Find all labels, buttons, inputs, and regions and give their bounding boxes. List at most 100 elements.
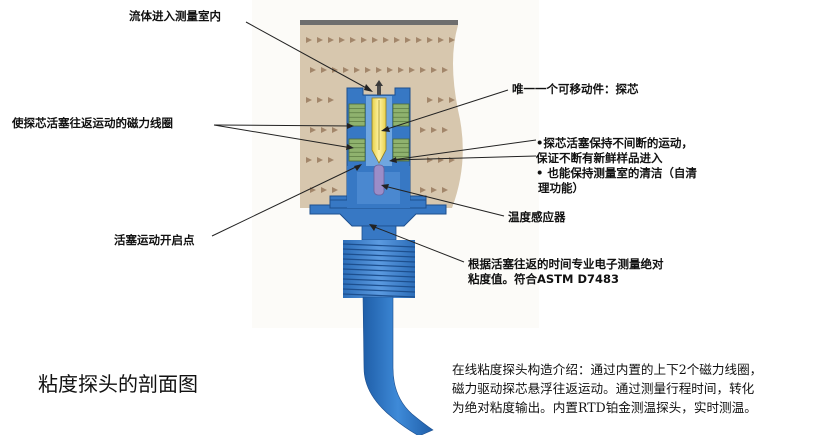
coil-upper-right <box>392 103 410 127</box>
flow-arrow <box>365 67 371 73</box>
flow-arrow <box>420 187 426 193</box>
coil-lower-right <box>392 138 410 162</box>
leader-measure <box>371 225 465 263</box>
leader-core <box>383 89 509 131</box>
arrowhead-motion <box>389 157 397 163</box>
flow-arrow <box>317 97 323 103</box>
flow-arrow <box>442 127 448 133</box>
flow-arrow <box>317 157 323 163</box>
flow-arrow <box>306 97 312 103</box>
flow-arrow <box>306 157 312 163</box>
flow-arrow <box>431 187 437 193</box>
flow-arrow <box>394 37 400 43</box>
flow-arrow <box>442 187 448 193</box>
flow-arrow <box>310 67 316 73</box>
leader-fluid <box>245 21 371 91</box>
measure-line-2: 粘度值。符合ASTM D7483 <box>468 272 620 286</box>
flow-arrow <box>431 67 437 73</box>
thread-ridge <box>342 258 416 263</box>
flow-arrow <box>398 67 404 73</box>
flow-arrow <box>449 97 455 103</box>
motion-line-1: •探芯活塞保持不间断的运动， <box>536 136 693 150</box>
arrowhead-core <box>381 126 390 132</box>
leader-motion-1 <box>391 139 537 161</box>
temperature-sensor <box>373 164 385 196</box>
core-top-tip <box>375 80 383 86</box>
motion-line-3: • 也能保持测量室的清洁（自清 <box>536 166 697 180</box>
coil-windings <box>349 108 409 157</box>
flow-arrow <box>321 67 327 73</box>
label-fluid-inlet: 流体进入测量室内 <box>129 9 221 23</box>
flow-arrow <box>442 67 448 73</box>
flow-arrow <box>427 97 433 103</box>
label-piston-start: 活塞运动开启点 <box>114 233 195 247</box>
flow-arrow <box>416 37 422 43</box>
leader-motion-2 <box>391 155 537 161</box>
label-only-moving-part: 唯一一个可移动件：探芯 <box>512 82 639 96</box>
thread-ridge <box>342 243 416 248</box>
flow-arrow <box>332 67 338 73</box>
flow-arrow <box>383 37 389 43</box>
callout-lines <box>211 21 537 263</box>
flow-arrow <box>372 37 378 43</box>
flow-arrow <box>321 187 327 193</box>
leader-coil-1 <box>213 124 353 127</box>
flow-arrow <box>332 127 338 133</box>
leader-coil-2 <box>213 124 353 149</box>
arrowhead-fluid <box>364 84 373 92</box>
flow-arrow <box>420 67 426 73</box>
thread-ridge <box>342 288 416 293</box>
thread-ridge <box>342 268 416 273</box>
coil-upper-left <box>348 103 366 127</box>
pipe-top-wall <box>300 20 458 25</box>
flow-arrow <box>339 37 345 43</box>
motion-line-4: 理功能） <box>538 181 584 195</box>
thread-ridge <box>342 248 416 253</box>
cable <box>362 296 434 435</box>
flow-arrow <box>343 67 349 73</box>
thread-ridge <box>342 278 416 283</box>
callout-arrowheads <box>346 84 397 231</box>
label-coils: 使探芯活塞往返运动的磁力线圈 <box>12 116 173 130</box>
arrowhead-measure <box>369 224 377 231</box>
description-line-1: 在线粘度探头构造介绍：通过内置的上下2个磁力线圈， <box>452 362 763 377</box>
label-temperature-sensor: 温度感应器 <box>508 210 566 224</box>
thread-ridge <box>342 273 416 278</box>
coil-lower-left <box>348 138 366 162</box>
leader-start <box>211 164 361 237</box>
description-line-3: 为绝对粘度输出。内置RTD铂金测温探头，实时测温。 <box>452 400 757 415</box>
flow-arrow <box>409 67 415 73</box>
arrowhead-start <box>354 164 362 171</box>
thread-ridges <box>342 243 416 298</box>
flow-arrow <box>328 37 334 43</box>
flow-arrow <box>332 187 338 193</box>
thread-ridge <box>342 293 416 298</box>
diagram-caption: 粘度探头的剖面图 <box>38 372 198 396</box>
flow-arrow <box>361 37 367 43</box>
description-line-2: 磁力驱动探芯悬浮往返运动。通过测量行程时间，转化 <box>452 381 755 396</box>
label-measurement: 根据活塞往返的时间专业电子测量绝对 粘度值。符合ASTM D7483 <box>468 257 664 287</box>
arrowhead-coil-1 <box>347 123 354 129</box>
flow-arrow <box>306 37 312 43</box>
thread-ridge <box>342 253 416 258</box>
flow-arrow <box>354 67 360 73</box>
arrowhead-sensor <box>381 184 389 190</box>
flow-arrow <box>420 127 426 133</box>
flow-arrow <box>328 97 334 103</box>
thread-ridge <box>342 263 416 268</box>
flow-arrow <box>449 37 455 43</box>
leader-sensor <box>383 185 505 217</box>
flow-arrow <box>317 37 323 43</box>
core-top-pin <box>377 86 381 95</box>
flow-arrow <box>431 127 437 133</box>
flow-arrow <box>438 97 444 103</box>
flow-arrow <box>328 157 334 163</box>
motion-line-2: 保证不断有新鲜样品进入 <box>536 151 663 165</box>
label-continuous-motion: •探芯活塞保持不间断的运动， 保证不断有新鲜样品进入 • 也能保持测量室的清洁（… <box>536 136 697 196</box>
thread-ridge <box>342 283 416 288</box>
flow-arrow <box>350 37 356 43</box>
flow-arrows <box>306 37 455 193</box>
arrowhead-coil-2 <box>346 144 354 150</box>
measure-line-1: 根据活塞往返的时间专业电子测量绝对 <box>468 257 664 271</box>
